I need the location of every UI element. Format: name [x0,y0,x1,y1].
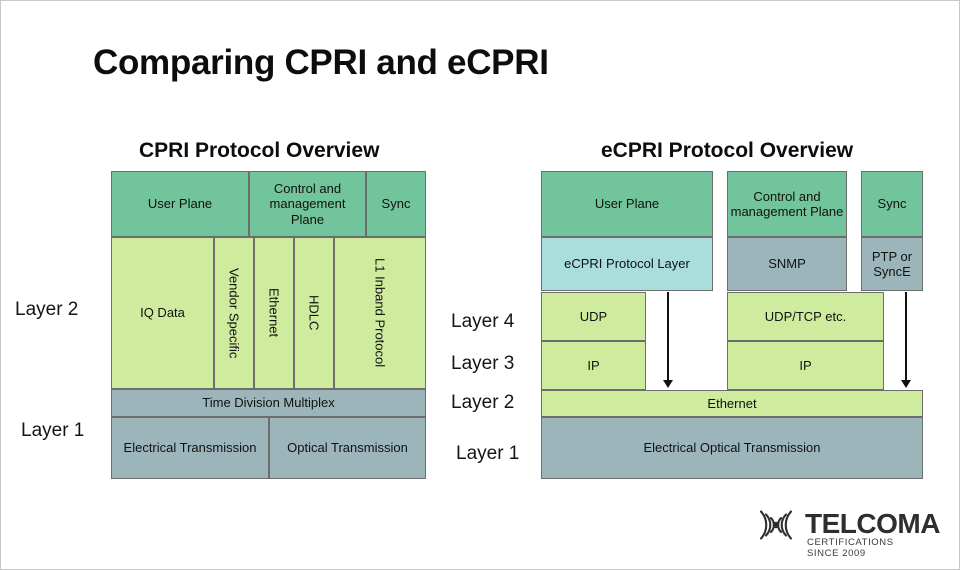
ecpri-plane-sync[interactable]: Sync [861,171,923,237]
ecpri-l1-electrical-optical-transmission[interactable]: Electrical Optical Transmission [541,417,923,479]
bypass-arrow-user-head [663,380,673,388]
cpri-plane-control-management[interactable]: Control and management Plane [249,171,366,237]
cpri-l2-iq-data[interactable]: IQ Data [111,237,214,389]
logo-wordmark: TELCOMA [805,508,940,539]
ecpri-plane-user[interactable]: User Plane [541,171,713,237]
page-title: Comparing CPRI and eCPRI [93,43,549,82]
bypass-arrow-user-line [667,292,669,382]
cpri-l2-l1-inband-protocol[interactable]: L1 Inband Protocol [334,237,426,389]
cpri-time-division-multiplex[interactable]: Time Division Multiplex [111,389,426,417]
ecpri-snmp[interactable]: SNMP [727,237,847,291]
signal-wave-icon [749,510,803,545]
logo-tagline: CERTIFICATIONS SINCE 2009 [807,537,894,559]
ecpri-layer-label-layer4: Layer 4 [451,311,515,332]
ecpri-protocol-layer[interactable]: eCPRI Protocol Layer [541,237,713,291]
ecpri-l3-ip-user[interactable]: IP [541,341,646,390]
ecpri-l4-udp-tcp[interactable]: UDP/TCP etc. [727,292,884,341]
cpri-layer-label-layer2: Layer 2 [15,299,79,320]
cpri-plane-user[interactable]: User Plane [111,171,249,237]
ecpri-l4-udp[interactable]: UDP [541,292,646,341]
cpri-l2-hdlc[interactable]: HDLC [294,237,334,389]
cpri-plane-sync[interactable]: Sync [366,171,426,237]
bypass-arrow-sync-line [905,292,907,382]
ecpri-l3-ip-control[interactable]: IP [727,341,884,390]
cpri-l2-vendor-specific[interactable]: Vendor Specific [214,237,254,389]
ecpri-layer-label-layer1: Layer 1 [456,443,520,464]
ecpri-ptp-or-synce[interactable]: PTP or SyncE [861,237,923,291]
ecpri-plane-control-management[interactable]: Control and management Plane [727,171,847,237]
bypass-arrow-sync-head [901,380,911,388]
cpri-section-heading: CPRI Protocol Overview [139,139,380,162]
cpri-l2-ethernet[interactable]: Ethernet [254,237,294,389]
ecpri-section-heading: eCPRI Protocol Overview [601,139,854,162]
cpri-layer-label-layer1: Layer 1 [21,420,85,441]
ecpri-layer-label-layer2: Layer 2 [451,392,515,413]
ecpri-l2-ethernet[interactable]: Ethernet [541,390,923,417]
ecpri-layer-label-layer3: Layer 3 [451,353,515,374]
cpri-l1-electrical-transmission[interactable]: Electrical Transmission [111,417,269,479]
telcoma-logo: TELCOMA CERTIFICATIONS SINCE 2009 [749,506,940,559]
cpri-l1-optical-transmission[interactable]: Optical Transmission [269,417,426,479]
